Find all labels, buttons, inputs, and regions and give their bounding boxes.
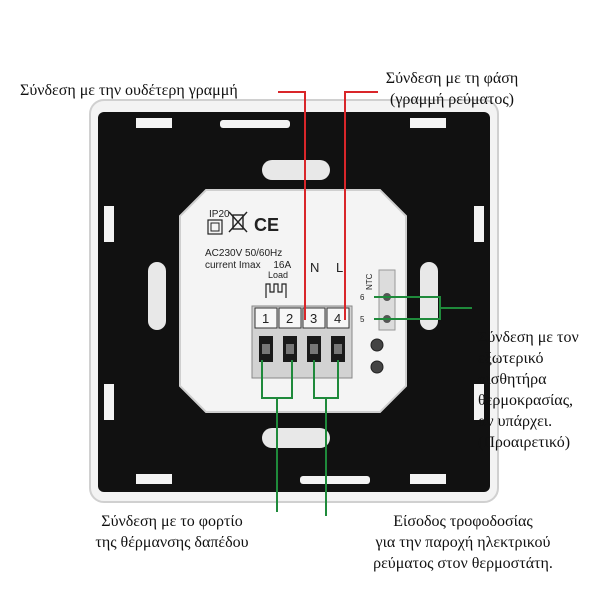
power-callout-line: ρεύματος στον θερμοστάτη. <box>373 555 553 572</box>
power-callout-line: για την παροχή ηλεκτρικού <box>375 534 551 551</box>
screw-slot-left <box>148 262 166 330</box>
weee-bin-icon <box>228 211 248 233</box>
load-callout-line: Σύνδεση με το φορτίο <box>101 513 243 530</box>
ntc-screw-bottom <box>370 360 384 374</box>
terminal-n-label: N <box>310 260 319 275</box>
heating-element-icon <box>265 283 287 298</box>
neutral-leader-line <box>278 91 306 320</box>
sensor-callout-line: (Προαιρετικό) <box>478 434 571 451</box>
phase-callout-line: (γραμμή ρεύματος) <box>390 91 514 108</box>
sensor-callout-line: αισθητήρα <box>478 371 547 388</box>
power-callout-line: Είσοδος τροφοδοσίας <box>393 513 533 530</box>
load-callout: Σύνδεση με το φορτίο της θέρμανσης δαπέδ… <box>74 511 270 553</box>
ip-rating-text: IP20 <box>209 209 230 220</box>
plate-notches <box>104 118 484 484</box>
sensor-callout-line: Σύνδεση με τον <box>478 329 579 346</box>
terminal-l-label: L <box>336 260 343 275</box>
terminal-number: 3 <box>310 311 317 326</box>
terminal-number: 1 <box>262 311 269 326</box>
load-label: Load <box>268 270 288 280</box>
ntc-pin-6: 6 <box>360 293 365 302</box>
power-callout: Είσοδος τροφοδοσίας για την παροχή ηλεκτ… <box>343 511 583 574</box>
rating-current: current Imax 16A <box>205 260 291 271</box>
terminal-number: 2 <box>286 311 293 326</box>
sensor-callout: Σύνδεση με τον εξωτερικό αισθητήρα θερμο… <box>478 327 579 453</box>
phase-leader-line <box>344 91 378 320</box>
load-callout-line: της θέρμανσης δαπέδου <box>95 534 249 551</box>
double-insulation-icon <box>207 219 223 235</box>
phase-callout: Σύνδεση με τη φάση (γραμμή ρεύματος) <box>368 68 536 110</box>
ntc-pin-5: 5 <box>360 315 365 324</box>
screw-slot-top <box>262 160 330 180</box>
ntc-label: NTC <box>365 273 374 290</box>
sensor-callout-line: θερμοκρασίας, <box>478 392 574 409</box>
terminal-number-boxes <box>254 307 350 329</box>
neutral-callout: Σύνδεση με την ουδέτερη γραμμή <box>20 82 238 99</box>
sensor-callout-line: εξωτερικό <box>478 350 544 367</box>
rating-voltage: AC230V 50/60Hz <box>205 248 282 259</box>
ntc-screw-top <box>370 338 384 352</box>
terminal-number: 4 <box>334 311 341 326</box>
ce-mark: CE <box>254 215 279 235</box>
screw-slot-bottom <box>262 428 330 448</box>
sensor-callout-line: αν υπάρχει. <box>478 413 553 430</box>
phase-callout-line: Σύνδεση με τη φάση <box>385 70 519 87</box>
